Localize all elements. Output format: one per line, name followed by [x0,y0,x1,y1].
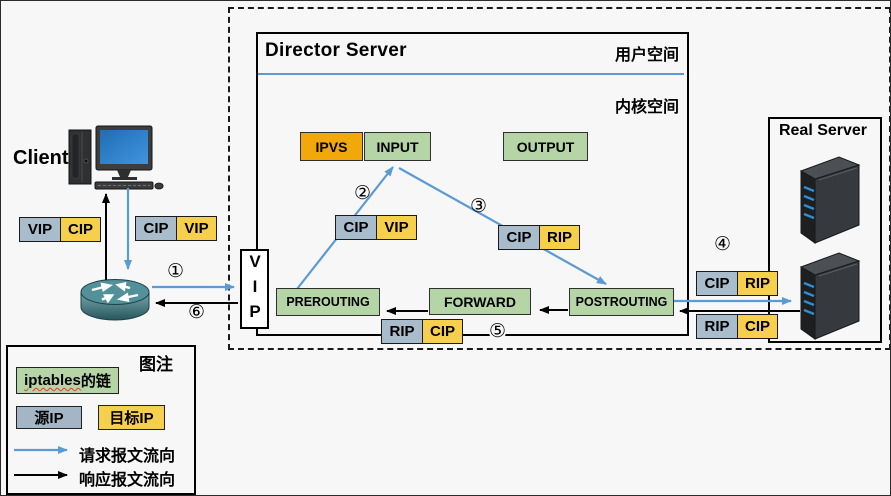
chain-ipvs: IPVS [300,132,363,161]
real-server-title: Real Server [778,122,868,139]
step-1-marker: ① [167,261,185,282]
legend-title: 图注 [139,355,173,374]
step-2-marker: ② [354,183,372,204]
step-5-marker: ⑤ [489,321,507,342]
chain-prerouting: PREROUTING [276,288,380,316]
packet-label-client-received: VIP CIP [19,217,101,242]
legend-box [6,345,196,495]
director-server-box [256,32,689,336]
dest-ip-cell: CIP [737,314,778,339]
dest-ip-cell: RIP [737,271,778,296]
packet-label-client-sent: CIP VIP [135,216,217,241]
packet-label-director-request-out: CIP RIP [498,225,580,250]
legend-chain-word: 的链 [80,373,111,390]
legend-dest-ip-sample: 目标IP [98,405,165,430]
host-boundary-dashed-box [228,7,890,350]
source-ip-cell: CIP [696,271,737,296]
dest-ip-cell: CIP [422,319,463,344]
dest-ip-cell: CIP [60,217,101,242]
kernel-space-label: 内核空间 [614,99,679,116]
packet-label-server-response-out: RIP CIP [696,314,778,339]
packet-label-director-response: RIP CIP [381,319,463,344]
legend-request-flow-label: 请求报文流向 [79,448,176,465]
vip-interface-box: VIP [240,249,269,329]
source-ip-cell: VIP [19,217,60,242]
step-4-marker: ④ [714,234,732,255]
legend-response-flow-label: 响应报文流向 [79,472,176,489]
dest-ip-cell: RIP [539,225,580,250]
source-ip-cell: CIP [135,216,176,241]
router-icon [80,279,150,321]
chain-input: INPUT [364,132,431,161]
packet-label-director-request-in: CIP VIP [335,215,417,240]
dest-ip-cell: VIP [376,215,417,240]
server-icon-1 [799,156,861,244]
server-icon-2 [799,252,861,340]
step-6-marker: ⑥ [188,302,206,323]
legend-iptables-word: iptables [24,372,81,389]
chain-output: OUTPUT [503,132,588,161]
step-3-marker: ③ [470,196,488,217]
client-label: Client [13,147,69,169]
dest-ip-cell: VIP [176,216,217,241]
source-ip-cell: CIP [335,215,376,240]
source-ip-cell: CIP [498,225,539,250]
packet-label-server-request-in: CIP RIP [696,271,778,296]
director-server-title: Director Server [265,40,407,61]
legend-source-ip-sample: 源IP [16,406,82,429]
user-space-label: 用户空间 [614,47,679,64]
chain-postrouting: POSTROUTING [569,288,674,316]
source-ip-cell: RIP [696,314,737,339]
user-kernel-divider-line [258,73,684,75]
source-ip-cell: RIP [381,319,422,344]
client-computer-icon [68,125,164,190]
chain-forward: FORWARD [429,288,531,315]
real-server-box [768,117,882,343]
